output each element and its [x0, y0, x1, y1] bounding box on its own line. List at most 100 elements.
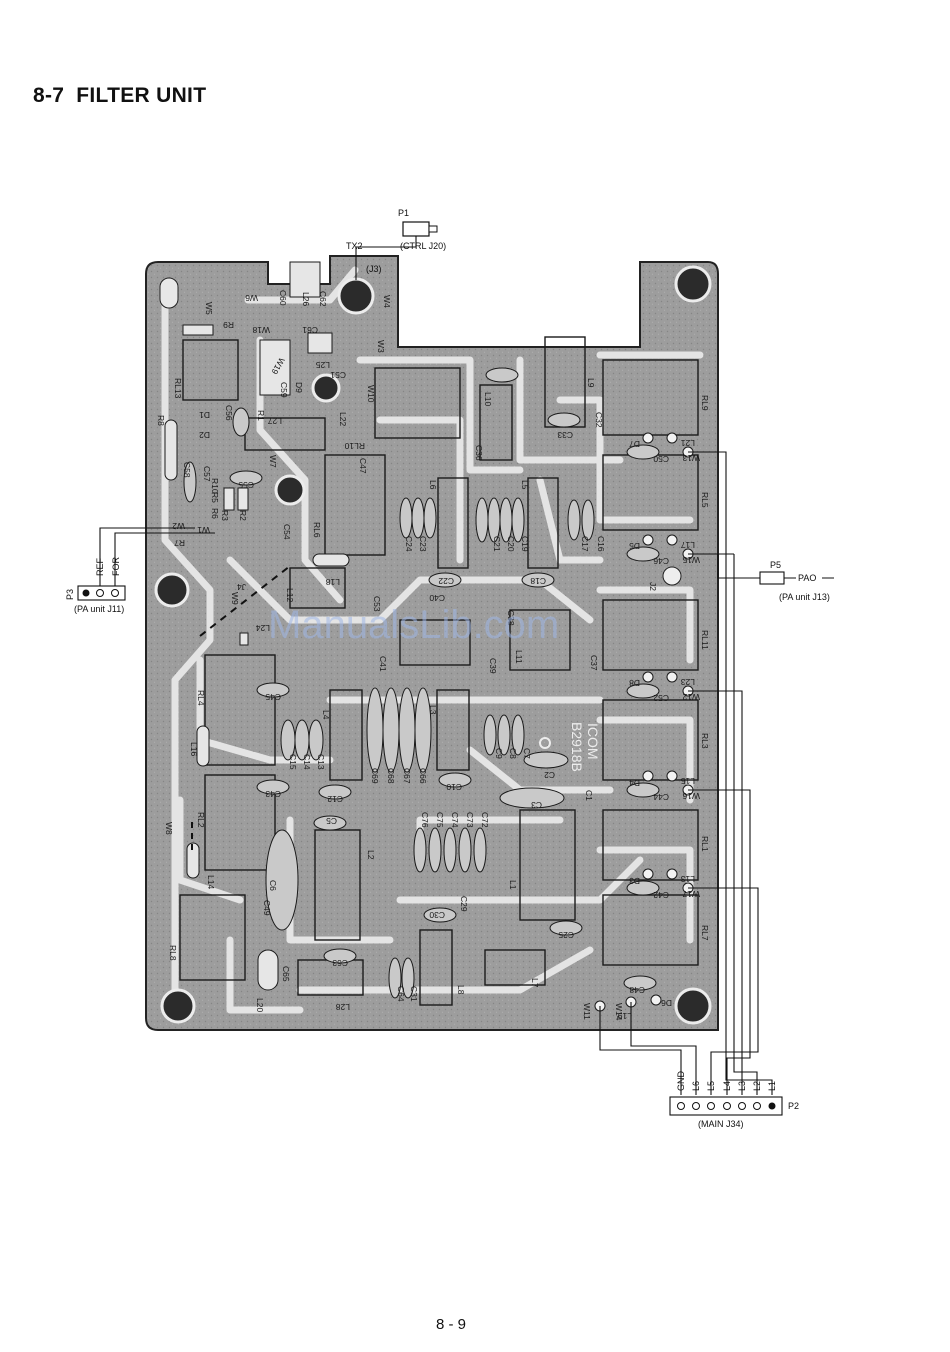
silk-c16: C16 [596, 536, 606, 552]
silk-rl6: RL6 [312, 522, 322, 538]
silk-c17: C17 [580, 536, 590, 552]
silk-c50: C50 [653, 454, 669, 464]
silk-l17: L17 [681, 540, 695, 550]
silk-c49: C49 [262, 900, 272, 916]
silk-l10: L10 [483, 392, 493, 406]
silk-w2: W2 [172, 521, 185, 531]
silk-d3: D3 [629, 876, 640, 886]
silk-r6: R6 [210, 508, 220, 519]
silk-l19: L19 [618, 1011, 632, 1021]
silk-c29: C29 [459, 896, 469, 912]
silk-d5: D5 [629, 541, 640, 551]
silk-w17: W17 [682, 889, 700, 899]
silk-c45: C45 [265, 692, 281, 702]
p2-dest: (MAIN J34) [698, 1119, 744, 1129]
p1-dest: (CTRL J20) [400, 241, 446, 251]
p2-ref: P2 [788, 1101, 799, 1111]
silk-c21: C21 [492, 536, 502, 552]
silk-l18: L18 [326, 577, 340, 587]
silk-c3: C3 [531, 800, 542, 810]
silk-c5: C5 [326, 816, 337, 826]
silk-w10: W10 [366, 385, 376, 403]
silk-rl1: RL1 [700, 836, 710, 852]
silk-rl13: RL13 [173, 378, 183, 399]
silk-rl2: RL2 [196, 812, 206, 828]
silk-r8: R8 [156, 415, 166, 426]
board-maker: ICOM [585, 723, 601, 760]
silk-c22: C22 [438, 576, 454, 586]
silk-c46: C46 [653, 556, 669, 566]
silk-c13: C13 [316, 754, 326, 770]
mounting-holes [154, 265, 712, 1025]
silk-c36: C36 [474, 445, 484, 461]
silk-j4: J4 [237, 582, 246, 592]
silk-w4: W4 [382, 295, 392, 308]
silk-c15: C15 [288, 754, 298, 770]
p5-dest: (PA unit J13) [779, 592, 830, 602]
silk-c38: C38 [506, 610, 516, 626]
silk-c44: C44 [653, 792, 669, 802]
silk-l1: L1 [508, 880, 518, 890]
silk-c9: C9 [494, 748, 504, 759]
silk-r7: R7 [174, 538, 185, 548]
silk-c33: C33 [557, 430, 573, 440]
silk-c42: C42 [653, 890, 669, 900]
silk-w11: W11 [582, 1003, 592, 1020]
silk-rl4: RL4 [196, 690, 206, 706]
silk-r1: R1 [256, 410, 266, 421]
silk-c51: C51 [330, 370, 346, 380]
silk-c7: C7 [522, 748, 532, 759]
silk-l24: L24 [256, 623, 270, 633]
silk-c8: C8 [508, 748, 518, 759]
silk-c47: C47 [358, 458, 368, 474]
silk-c24: C24 [404, 536, 414, 552]
silk-c37: C37 [589, 655, 599, 671]
silk-c72: C72 [480, 812, 490, 828]
silk-c63: C63 [332, 958, 348, 968]
silk-l23: L23 [681, 677, 695, 687]
silk-l6: L6 [428, 480, 438, 490]
silk-c74: C74 [450, 812, 460, 828]
p5-ref: P5 [770, 560, 781, 570]
silk-d2: D2 [199, 430, 210, 440]
silk-rl8: RL8 [168, 945, 178, 961]
silk-c40: C40 [429, 593, 445, 603]
silk-c32: C32 [594, 412, 604, 428]
p2-pin-l5: L5 [706, 1081, 716, 1091]
p1-ref: P1 [398, 208, 409, 218]
silk-c43: C43 [265, 789, 281, 799]
silk-r3: R3 [220, 510, 230, 521]
silkscreen-labels: RL13 RL10 RL6 RL4 RL2 RL8 RL9 RL5 RL11 R… [156, 290, 710, 1021]
silk-c12: C12 [327, 794, 343, 804]
silk-d6: D6 [661, 998, 672, 1008]
silk-c57: C57 [202, 466, 212, 482]
silk-w15: W15 [682, 555, 700, 565]
silk-l9: L9 [586, 378, 596, 388]
silk-d7: D7 [629, 439, 640, 449]
silk-c65: C65 [281, 966, 291, 982]
silk-c75: C75 [435, 812, 445, 828]
silk-rl10: RL10 [344, 441, 365, 451]
silk-c69: C69 [370, 768, 380, 784]
silk-c55: C55 [238, 480, 254, 490]
p1-jack: (J3) [366, 264, 382, 274]
silk-c58: C58 [182, 462, 192, 478]
watermark: ManualsLib.com [268, 603, 559, 647]
silk-c14: C14 [302, 754, 312, 770]
silk-c1: C1 [584, 790, 594, 801]
capacitors [183, 367, 660, 999]
silk-c31: C31 [409, 986, 419, 1002]
section-number: 8-7 [33, 84, 65, 107]
silk-l25: L25 [316, 360, 330, 370]
p2-pin-l1: L1 [767, 1081, 777, 1091]
silk-c68: C68 [386, 768, 396, 784]
silk-w9: W9 [230, 592, 240, 605]
p2-pin-l3: L3 [737, 1081, 747, 1091]
small-components [164, 261, 350, 991]
silk-c67: C67 [402, 768, 412, 784]
p3-pin-for: FOR [111, 557, 121, 576]
silk-rl3: RL3 [700, 733, 710, 749]
silk-w14: W14 [614, 1003, 624, 1021]
silk-l5: L5 [520, 480, 530, 490]
